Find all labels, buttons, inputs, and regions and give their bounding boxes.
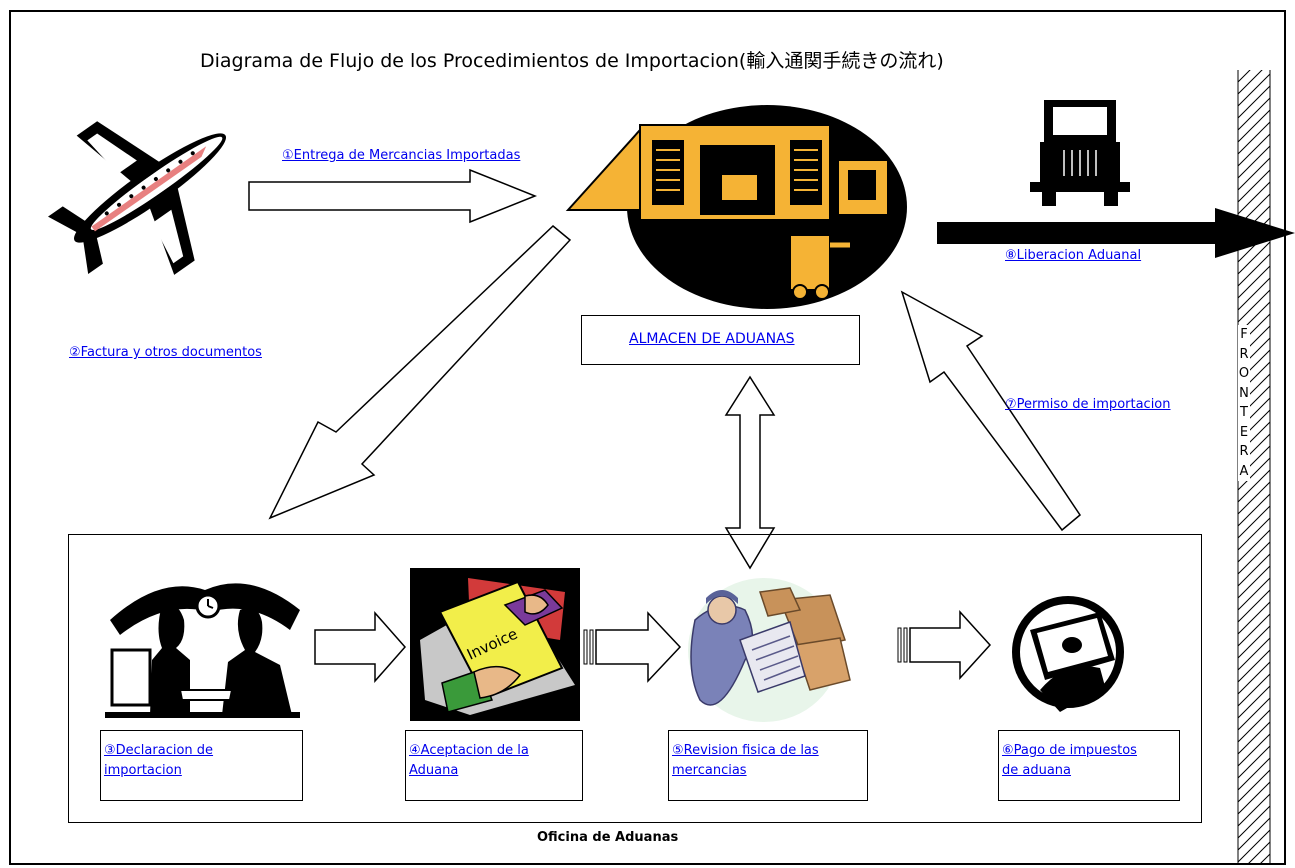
diagram-title: Diagrama de Flujo de los Procedimientos … <box>200 50 944 72</box>
meeting-icon <box>105 583 300 718</box>
border-letter: T <box>1240 405 1248 420</box>
diagram-frame <box>9 10 1286 865</box>
step6-box: ⑥Pago de impuestos de aduana <box>998 730 1180 801</box>
border-label: F R O N T E R A <box>1238 325 1250 481</box>
step3-line1: ③Declaracion de <box>104 743 214 758</box>
step4-link[interactable]: ④Aceptacion de la Aduana <box>409 741 529 781</box>
warehouse-link[interactable]: ALMACEN DE ADUANAS <box>629 331 795 347</box>
step2-link[interactable]: ②Factura y otros documentos <box>69 345 262 360</box>
border-letter: R <box>1239 346 1249 362</box>
airplane-icon <box>48 121 226 275</box>
warehouse-icon <box>565 105 907 309</box>
step4-line1: ④Aceptacion de la <box>409 743 529 758</box>
step5-line2: mercancias <box>672 763 747 778</box>
arrow-step3-to-4 <box>314 611 407 683</box>
arrow-plane-to-warehouse <box>248 168 538 224</box>
arrow-release <box>937 208 1295 258</box>
step7-link[interactable]: ⑦Permiso de importacion <box>1005 397 1171 412</box>
warehouse-label-box: ALMACEN DE ADUANAS <box>581 315 860 365</box>
arrow-permit <box>900 290 1081 532</box>
step8-link[interactable]: ⑧Liberacion Aduanal <box>1005 248 1142 263</box>
step5-link[interactable]: ⑤Revision fisica de las mercancias <box>672 741 819 781</box>
step3-link[interactable]: ③Declaracion de importacion <box>104 741 213 781</box>
border-letter: F <box>1240 327 1248 342</box>
arrow-step4-to-5 <box>583 611 682 683</box>
step6-link[interactable]: ⑥Pago de impuestos de aduana <box>1002 741 1137 781</box>
step6-line1: ⑥Pago de impuestos <box>1002 743 1137 758</box>
step1-link[interactable]: ①Entrega de Mercancias Importadas <box>282 148 521 163</box>
border-letter: O <box>1238 366 1250 381</box>
inspector-icon <box>688 578 851 722</box>
invoice-icon: Invoice <box>410 568 580 721</box>
step6-line2: de aduana <box>1002 763 1072 778</box>
customs-office-label: Oficina de Aduanas <box>537 830 679 845</box>
step3-line2: importacion <box>104 763 182 778</box>
border-letter: E <box>1239 424 1249 440</box>
truck-icon <box>1030 100 1130 206</box>
arrow-warehouse-to-office <box>268 224 572 520</box>
step5-box: ⑤Revision fisica de las mercancias <box>668 730 868 801</box>
step4-box: ④Aceptacion de la Aduana <box>405 730 583 801</box>
border-letter: N <box>1239 385 1249 401</box>
border-letter: A <box>1239 463 1249 479</box>
money-icon <box>1012 596 1124 712</box>
step5-line1: ⑤Revision fisica de las <box>672 743 819 758</box>
arrow-warehouse-inspection <box>724 375 776 570</box>
customs-office-box <box>68 534 1202 823</box>
step4-line2: Aduana <box>409 763 459 778</box>
border-letter: R <box>1239 444 1249 459</box>
arrow-step5-to-6 <box>897 610 992 680</box>
step3-box: ③Declaracion de importacion <box>100 730 303 801</box>
